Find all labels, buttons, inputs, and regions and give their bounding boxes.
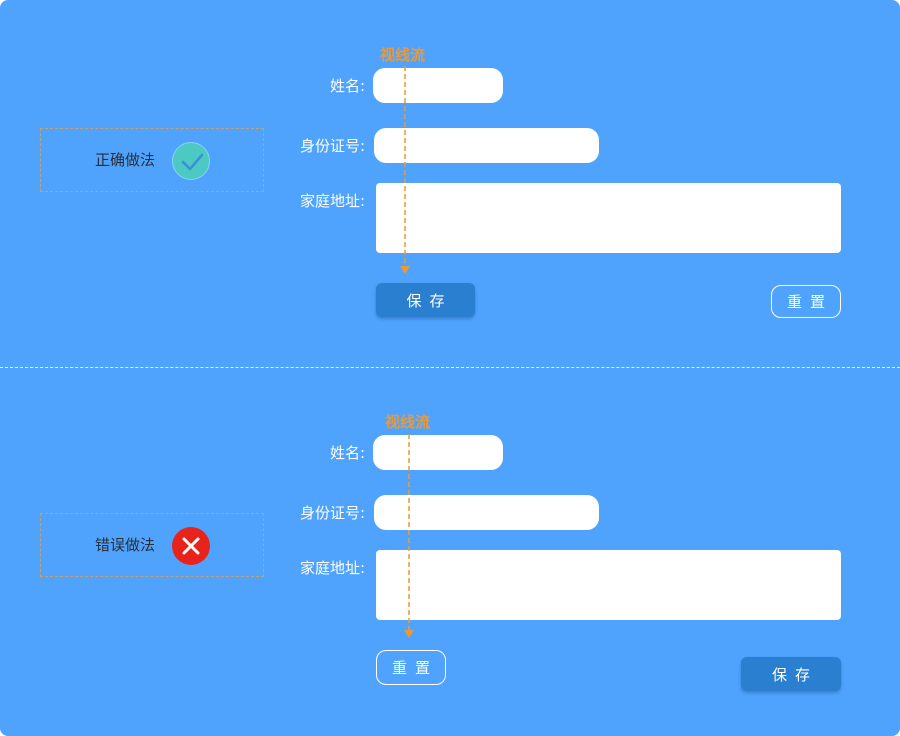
wrong-example: 错误做法 姓名: 身份证号: 家庭地址: 重置 保存 视线流	[0, 368, 900, 736]
id-number-input[interactable]	[374, 128, 599, 163]
reset-button[interactable]: 重置	[771, 285, 841, 318]
name-input[interactable]	[373, 68, 503, 103]
check-icon	[172, 142, 210, 180]
id-number-label: 身份证号:	[299, 137, 365, 155]
save-button[interactable]: 保存	[741, 657, 841, 691]
gaze-flow-arrow	[404, 434, 414, 638]
gaze-flow-label: 视线流	[380, 46, 426, 64]
address-textarea[interactable]	[376, 550, 841, 620]
save-button[interactable]: 保存	[376, 283, 475, 317]
address-label: 家庭地址:	[299, 559, 365, 577]
gaze-flow-arrow	[400, 66, 410, 274]
correct-verdict-box: 正确做法	[40, 128, 264, 192]
correct-verdict-label: 正确做法	[95, 151, 156, 169]
reset-button[interactable]: 重置	[376, 650, 446, 685]
name-input[interactable]	[373, 435, 503, 470]
id-number-input[interactable]	[374, 495, 599, 530]
id-number-label: 身份证号:	[299, 504, 365, 522]
address-textarea[interactable]	[376, 183, 841, 253]
gaze-flow-label: 视线流	[385, 413, 431, 431]
correct-example: 正确做法 姓名: 身份证号: 家庭地址: 保存 重置 视线流	[40, 46, 841, 318]
name-label: 姓名:	[329, 77, 365, 95]
name-label: 姓名:	[329, 444, 365, 462]
section-divider	[0, 367, 900, 368]
cross-icon	[172, 527, 210, 565]
wrong-verdict-box: 错误做法	[40, 513, 264, 577]
wrong-verdict-label: 错误做法	[95, 536, 156, 554]
address-label: 家庭地址:	[299, 192, 365, 210]
